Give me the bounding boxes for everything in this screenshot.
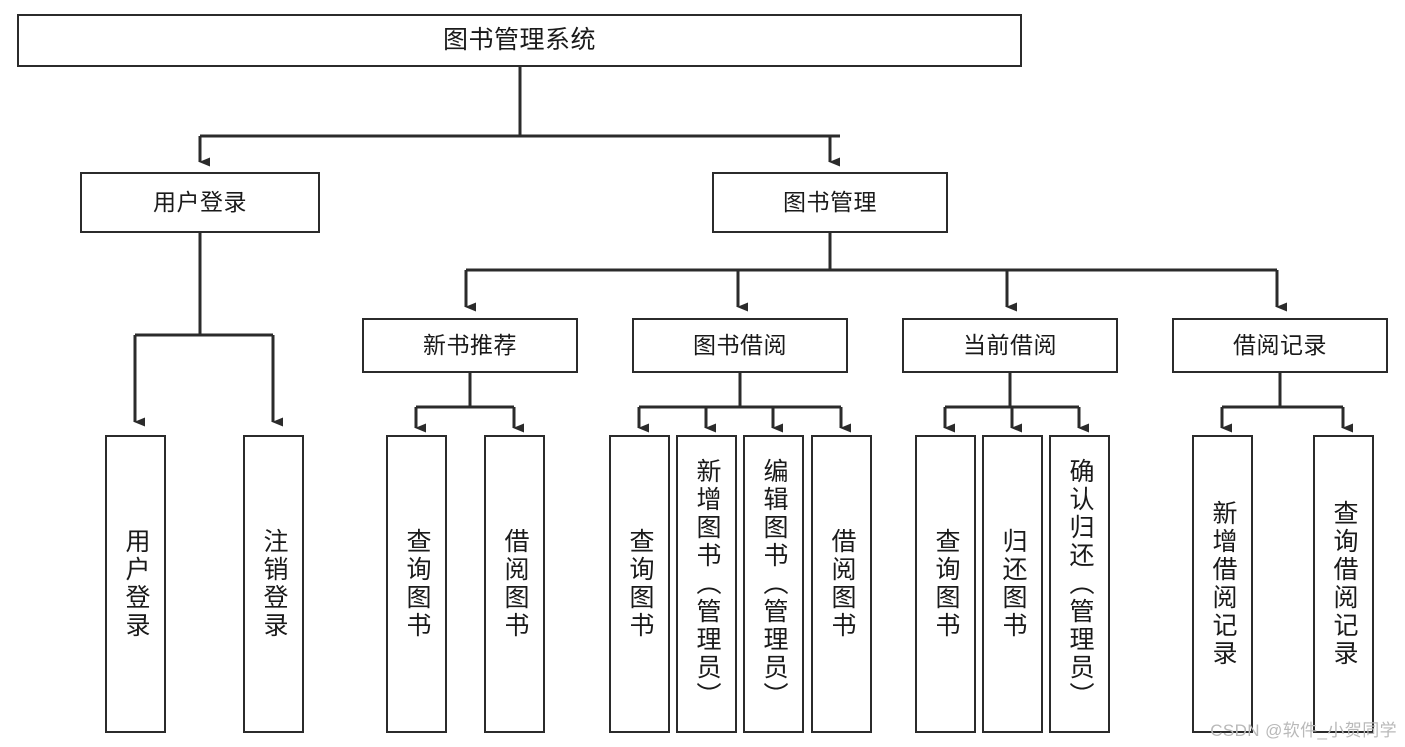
node-label: 查询图书 [932,528,960,640]
node-label: 借阅记录 [1233,331,1327,358]
node-label: 新书推荐 [423,331,517,358]
node-label: 新增图书（管理员） [693,458,721,710]
node-leaf-add-book-admin[interactable]: 新增图书（管理员） [676,435,737,733]
node-leaf-confirm-return-admin[interactable]: 确认归还（管理员） [1049,435,1110,733]
node-label: 借阅图书 [501,528,529,640]
node-leaf-query-book-borrow[interactable]: 查询图书 [609,435,670,733]
node-leaf-query-book-current[interactable]: 查询图书 [915,435,976,733]
node-leaf-query-book-recommend[interactable]: 查询图书 [386,435,447,733]
node-label: 图书管理系统 [442,25,596,54]
node-book-management[interactable]: 图书管理 [712,172,948,233]
node-label: 注销登录 [260,528,288,640]
node-label: 用户登录 [153,188,247,215]
node-new-book-recommend[interactable]: 新书推荐 [362,318,578,373]
node-label: 归还图书 [999,528,1027,640]
node-label: 查询图书 [403,528,431,640]
node-leaf-query-borrow-record[interactable]: 查询借阅记录 [1313,435,1374,733]
node-label: 借阅图书 [828,528,856,640]
node-leaf-logout-login[interactable]: 注销登录 [243,435,304,733]
node-label: 新增借阅记录 [1209,500,1237,668]
node-user-login[interactable]: 用户登录 [80,172,320,233]
node-leaf-edit-book-admin[interactable]: 编辑图书（管理员） [743,435,804,733]
node-label: 确认归还（管理员） [1066,458,1094,710]
node-leaf-return-book[interactable]: 归还图书 [982,435,1043,733]
node-book-borrow[interactable]: 图书借阅 [632,318,848,373]
node-leaf-borrow-book[interactable]: 借阅图书 [811,435,872,733]
node-leaf-add-borrow-record[interactable]: 新增借阅记录 [1192,435,1253,733]
node-leaf-user-login[interactable]: 用户登录 [105,435,166,733]
node-label: 图书管理 [783,188,877,215]
node-current-borrow[interactable]: 当前借阅 [902,318,1118,373]
node-label: 当前借阅 [963,331,1057,358]
node-label: 查询图书 [626,528,654,640]
node-leaf-borrow-book-recommend[interactable]: 借阅图书 [484,435,545,733]
node-label: 用户登录 [122,528,150,640]
node-borrow-record[interactable]: 借阅记录 [1172,318,1388,373]
node-label: 查询借阅记录 [1330,500,1358,668]
node-label: 编辑图书（管理员） [760,458,788,710]
node-label: 图书借阅 [693,331,787,358]
node-root-book-management-system[interactable]: 图书管理系统 [17,14,1022,67]
